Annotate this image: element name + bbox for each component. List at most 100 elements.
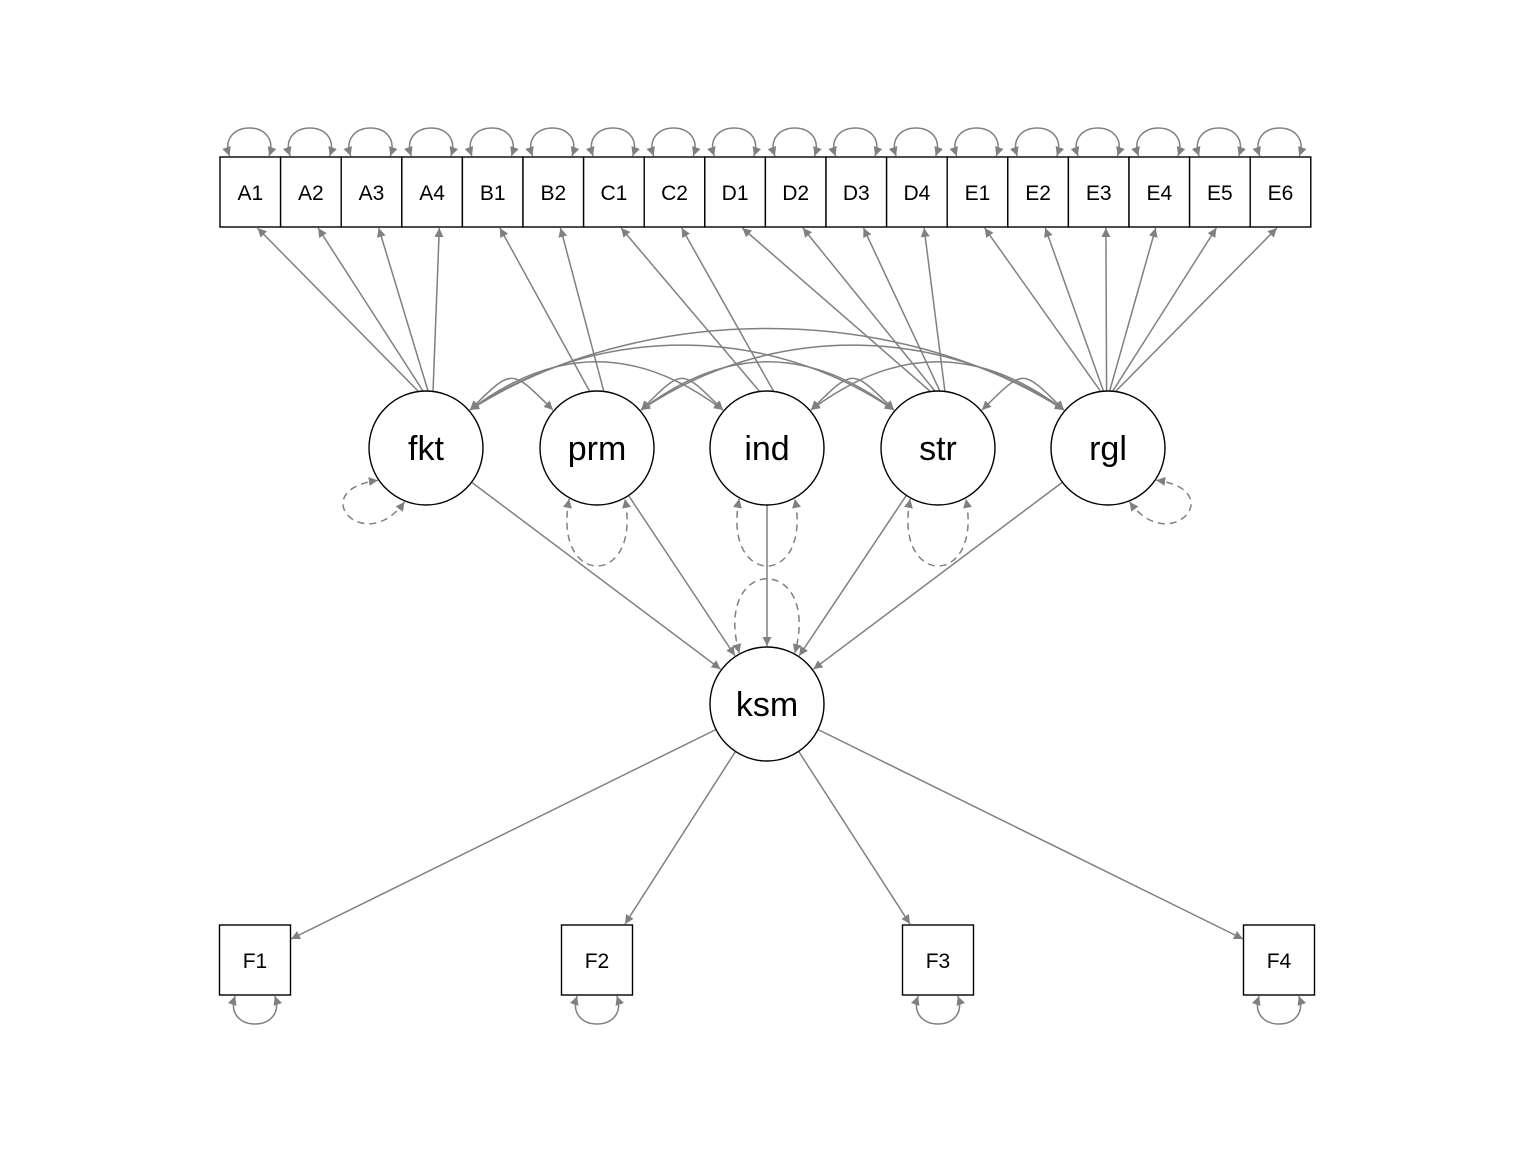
observed-label-c1: C1 bbox=[600, 182, 627, 205]
latent-node-fkt: fkt bbox=[368, 390, 484, 506]
latent-label-str: str bbox=[919, 430, 957, 468]
observed-label-a4: A4 bbox=[419, 182, 445, 205]
latent-circle-ksm bbox=[709, 646, 825, 762]
loading-arrow-fkt-A2 bbox=[317, 227, 425, 393]
observed-label-e5: E5 bbox=[1207, 182, 1233, 205]
residual-loop-D4 bbox=[888, 127, 943, 157]
latent-node-prm: prm bbox=[539, 390, 655, 506]
observed-box-b1 bbox=[461, 156, 524, 228]
residual-loop-ksm bbox=[732, 578, 802, 654]
covariance-arrow-ind-str bbox=[810, 377, 895, 411]
observed-node-c2: C2 bbox=[643, 156, 706, 228]
regression-arrow-prm-ksm bbox=[627, 495, 736, 657]
residual-loop-A2 bbox=[282, 127, 337, 157]
observed-label-d4: D4 bbox=[903, 182, 930, 205]
residual-loop-F1 bbox=[227, 995, 283, 1025]
latent-node-str: str bbox=[880, 390, 996, 506]
regression-arrow-fkt-ksm bbox=[471, 481, 722, 670]
observed-label-e2: E2 bbox=[1025, 182, 1051, 205]
edges-layer bbox=[222, 127, 1307, 1025]
observed-label-d3: D3 bbox=[843, 182, 870, 205]
residual-loop-C1 bbox=[585, 127, 640, 157]
loading-arrow-rgl-E2 bbox=[1044, 227, 1105, 393]
observed-box-e1 bbox=[946, 156, 1009, 228]
regression-arrow-str-ksm bbox=[798, 494, 907, 657]
covariance-arrow-fkt-str bbox=[469, 344, 895, 411]
observed-node-b1: B1 bbox=[461, 156, 524, 228]
loading-arrow-str-D2 bbox=[802, 227, 937, 393]
observed-box-e5 bbox=[1188, 156, 1251, 228]
observed-node-f1: F1 bbox=[218, 924, 292, 996]
observed-box-c2 bbox=[643, 156, 706, 228]
observed-label-a3: A3 bbox=[359, 182, 385, 205]
residual-loop-E2 bbox=[1010, 127, 1065, 157]
observed-label-b1: B1 bbox=[480, 182, 506, 205]
residual-loop-D3 bbox=[828, 127, 883, 157]
observed-box-e2 bbox=[1007, 156, 1070, 228]
loading-arrow-rgl-E1 bbox=[984, 227, 1102, 393]
latent-node-rgl: rgl bbox=[1050, 390, 1166, 506]
observed-label-d1: D1 bbox=[722, 182, 749, 205]
observed-node-c1: C1 bbox=[582, 156, 645, 228]
residual-loop-F2 bbox=[569, 995, 625, 1025]
observed-label-e1: E1 bbox=[965, 182, 991, 205]
covariance-arrow-ind-rgl bbox=[810, 361, 1065, 411]
observed-node-e3: E3 bbox=[1067, 156, 1130, 228]
observed-box-d4 bbox=[885, 156, 948, 228]
loading-arrow-ind-C2 bbox=[681, 227, 775, 393]
observed-box-f2 bbox=[560, 924, 634, 996]
residual-loop-E3 bbox=[1070, 127, 1125, 157]
observed-label-f1: F1 bbox=[243, 950, 268, 973]
latent-label-fkt: fkt bbox=[408, 430, 444, 468]
regression-arrow-rgl-ksm bbox=[812, 481, 1063, 670]
latent-circle-ind bbox=[709, 390, 825, 506]
observed-box-d2 bbox=[764, 156, 827, 228]
observed-node-f2: F2 bbox=[560, 924, 634, 996]
loading-arrow-ksm-F3 bbox=[798, 750, 911, 925]
latent-circle-prm bbox=[539, 390, 655, 506]
covariance-arrow-prm-ind bbox=[640, 377, 724, 411]
observed-box-c1 bbox=[582, 156, 645, 228]
loading-arrow-fkt-A1 bbox=[256, 227, 420, 393]
observed-box-f1 bbox=[218, 924, 292, 996]
observed-label-e3: E3 bbox=[1086, 182, 1112, 205]
observed-box-d1 bbox=[704, 156, 767, 228]
observed-box-a3 bbox=[340, 156, 403, 228]
residual-loop-str bbox=[904, 498, 972, 567]
observed-label-b2: B2 bbox=[540, 182, 566, 205]
observed-label-f3: F3 bbox=[926, 950, 951, 973]
observed-box-b2 bbox=[522, 156, 585, 228]
residual-loop-fkt bbox=[342, 477, 406, 525]
loading-arrow-str-D1 bbox=[741, 227, 932, 393]
latent-circle-str bbox=[880, 390, 996, 506]
residual-loop-ind bbox=[733, 498, 801, 567]
loading-arrow-rgl-E4 bbox=[1108, 227, 1158, 393]
residual-loop-E6 bbox=[1252, 127, 1307, 157]
residual-loop-A3 bbox=[343, 127, 398, 157]
covariance-arrow-str-rgl bbox=[981, 377, 1065, 411]
residual-loop-rgl bbox=[1128, 476, 1192, 525]
residual-loop-E5 bbox=[1191, 127, 1246, 157]
loading-arrow-str-D3 bbox=[862, 227, 942, 393]
observed-node-b2: B2 bbox=[522, 156, 585, 228]
latent-label-ind: ind bbox=[744, 430, 789, 468]
observed-label-d2: D2 bbox=[782, 182, 809, 205]
observed-label-f4: F4 bbox=[1267, 950, 1292, 973]
observed-node-f4: F4 bbox=[1242, 924, 1316, 996]
residual-loop-prm bbox=[563, 498, 631, 567]
latent-node-ind: ind bbox=[709, 390, 825, 506]
observed-node-e1: E1 bbox=[946, 156, 1009, 228]
observed-node-e6: E6 bbox=[1249, 156, 1312, 228]
loading-arrow-fkt-A4 bbox=[432, 227, 444, 393]
observed-node-d1: D1 bbox=[704, 156, 767, 228]
latent-circle-fkt bbox=[368, 390, 484, 506]
loading-arrow-ksm-F4 bbox=[817, 728, 1244, 940]
covariance-arrow-prm-str bbox=[640, 361, 895, 411]
observed-node-e2: E2 bbox=[1007, 156, 1070, 228]
residual-loop-A1 bbox=[222, 127, 277, 157]
residual-loop-D1 bbox=[707, 127, 762, 157]
observed-node-a1: A1 bbox=[219, 156, 282, 228]
observed-box-a1 bbox=[219, 156, 282, 228]
residual-loop-F3 bbox=[910, 995, 966, 1025]
